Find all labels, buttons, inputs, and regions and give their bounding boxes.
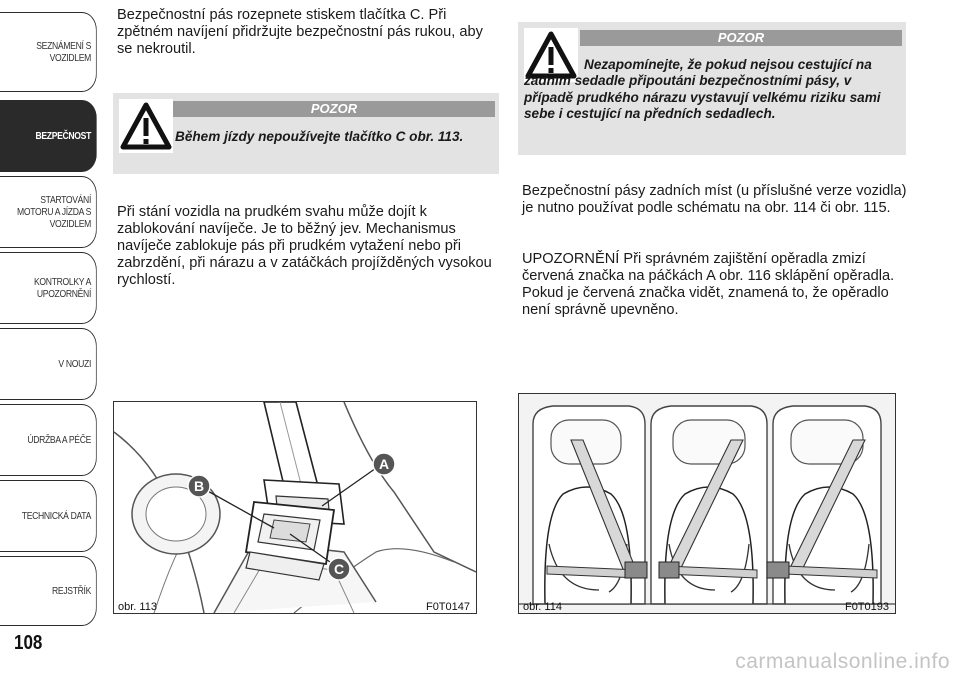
warning-title: POZOR	[580, 30, 902, 46]
figure-label: obr. 114	[523, 601, 562, 613]
svg-text:A: A	[379, 456, 389, 472]
watermark: carmanualsonline.info	[735, 650, 950, 673]
figure-114: obr. 114 F0T0193	[518, 393, 896, 614]
tab-bezpecnost[interactable]: BEZPEČNOST	[0, 100, 97, 172]
body-paragraph-right-2: UPOZORNĚNÍ Při správném zajištění opěrad…	[522, 251, 895, 318]
callout-b: B	[187, 474, 211, 498]
svg-text:B: B	[194, 478, 204, 494]
callout-c: C	[327, 557, 351, 581]
figure-label: obr. 113	[118, 601, 157, 613]
tab-udrzba-a-pece[interactable]: ÚDRŽBA A PÉČE	[0, 404, 97, 476]
body-paragraph-right-1: Bezpečnostní pásy zadních míst (u příslu…	[522, 183, 907, 216]
chapter-tab-rail: SEZNÁMENÍ S VOZIDLEM BEZPEČNOST STARTOVÁ…	[0, 0, 100, 678]
figure-code: F0T0147	[425, 601, 470, 613]
intro-paragraph: Bezpečnostní pás rozepnete stiskem tlačí…	[117, 7, 483, 57]
tab-v-nouzi[interactable]: V NOUZI	[0, 328, 97, 400]
figure-113: A B C obr. 113 F0T0147	[113, 401, 477, 614]
warning-triangle-icon	[524, 28, 578, 82]
body-paragraph-left: Při stání vozidla na prudkém svahu může …	[117, 204, 492, 288]
rear-seat-belts-illustration	[519, 394, 895, 613]
page-number: 108	[14, 632, 43, 654]
tab-seznameni-s-vozidlem[interactable]: SEZNÁMENÍ S VOZIDLEM	[0, 12, 97, 92]
warning-box-right: POZOR Nezapomínejte, že pokud nejsou ces…	[518, 22, 906, 155]
warning-text: Během jízdy nepoužívejte tlačítko C obr.…	[175, 129, 464, 144]
svg-text:C: C	[334, 561, 344, 577]
tab-rejstrik[interactable]: REJSTŘÍK	[0, 556, 97, 626]
callout-a: A	[372, 452, 396, 476]
tab-technicka-data[interactable]: TECHNICKÁ DATA	[0, 480, 97, 552]
tab-startovani-motoru[interactable]: STARTOVÁNÍ MOTORU A JÍZDA S VOZIDLEM	[0, 176, 97, 248]
warning-text: Nezapomínejte, že pokud nejsou cestující…	[524, 57, 881, 121]
warning-triangle-icon	[119, 99, 173, 153]
seatbelt-buckle-illustration: A B C	[114, 402, 476, 613]
warning-title: POZOR	[173, 101, 495, 117]
warning-box-left: POZOR Během jízdy nepoužívejte tlačítko …	[113, 93, 499, 174]
tab-kontrolky-a-upozorneni[interactable]: KONTROLKY A UPOZORNĚNÍ	[0, 252, 97, 324]
figure-code: F0T0193	[844, 601, 889, 613]
